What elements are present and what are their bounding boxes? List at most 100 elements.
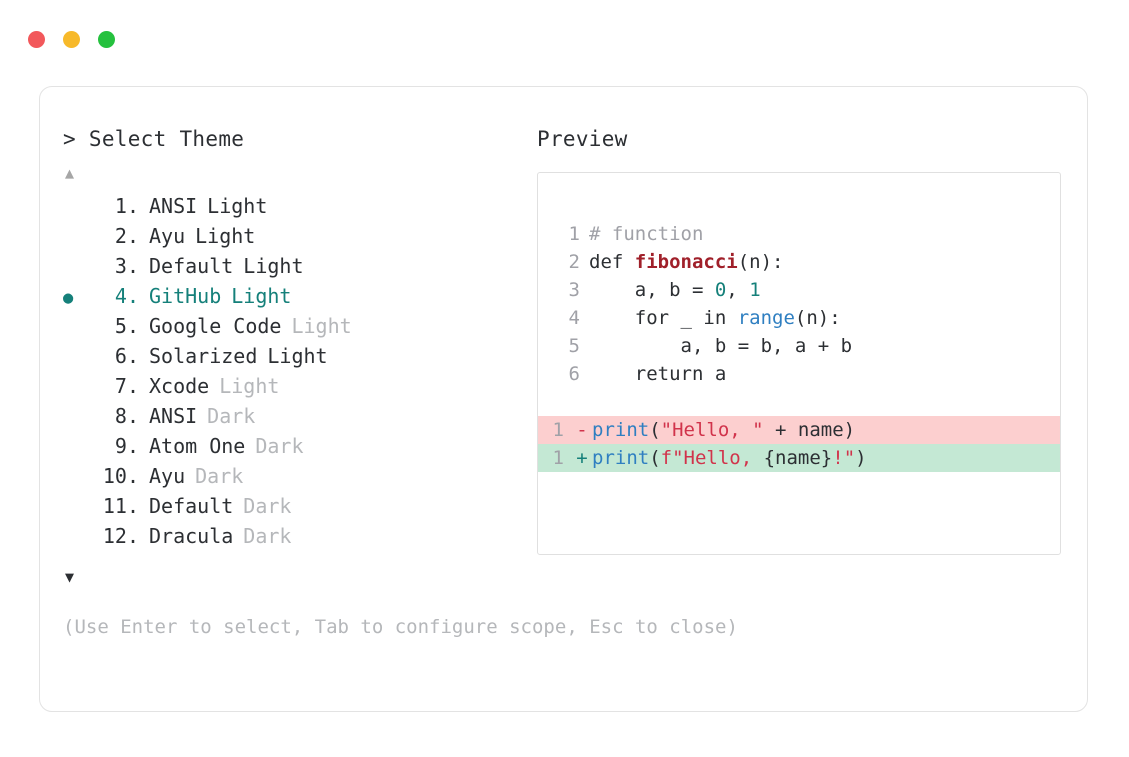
diff-plus-icon: + — [576, 447, 588, 469]
theme-item-variant: Light — [195, 224, 256, 248]
theme-list-item[interactable]: 10. Ayu Dark — [63, 464, 533, 494]
theme-item-name: Default — [149, 494, 234, 518]
theme-item-name: Xcode — [149, 374, 210, 398]
theme-item-index: 1. — [114, 194, 139, 218]
theme-item-variant: Dark — [243, 524, 292, 548]
code-token: 0 — [714, 279, 727, 301]
theme-item-variant: Light — [243, 254, 304, 278]
minimize-window-button[interactable] — [63, 31, 80, 48]
theme-item-variant: Dark — [255, 434, 304, 458]
diff-line-removed: 1-print("Hello, " + name) — [538, 416, 1060, 444]
code-line-number: 2 — [568, 251, 580, 273]
code-line: 3 a, b = 0, 1 — [538, 276, 1060, 304]
diff-sample: 1-print("Hello, " + name)1+print(f"Hello… — [538, 416, 1060, 472]
code-token: f"Hello, — [660, 447, 764, 469]
theme-item-index: 10. — [102, 464, 139, 488]
code-token: "Hello, " — [660, 419, 764, 441]
scroll-down-arrow-icon[interactable]: ▼ — [65, 568, 75, 586]
theme-item-index: 4. — [114, 284, 139, 308]
close-window-button[interactable] — [28, 31, 45, 48]
theme-item-name: ANSI — [149, 194, 198, 218]
theme-list-item[interactable]: 9. Atom One Dark — [63, 434, 533, 464]
code-token: (n): — [794, 307, 841, 329]
code-token: , — [726, 279, 750, 301]
code-token: print — [592, 419, 650, 441]
maximize-window-button[interactable] — [98, 31, 115, 48]
theme-item-index: 6. — [114, 344, 139, 368]
code-line: 5 a, b = b, a + b — [538, 332, 1060, 360]
code-line: 2 def fibonacci(n): — [538, 248, 1060, 276]
code-token: range — [737, 307, 795, 329]
diff-line-added: 1 +print(f"Hello, {name}!") — [538, 444, 1060, 472]
theme-item-index: 11. — [102, 494, 139, 518]
theme-list-item[interactable]: 6. Solarized Light — [63, 344, 533, 374]
theme-list-item[interactable]: 7. Xcode Light — [63, 374, 533, 404]
code-line-text: return a — [589, 360, 727, 388]
scroll-up-arrow-icon[interactable]: ▲ — [65, 164, 75, 182]
diff-line-text: print("Hello, " + name) — [592, 416, 855, 444]
window-traffic-lights — [28, 31, 115, 48]
diff-minus-icon: - — [576, 419, 588, 441]
theme-item-variant: Light — [219, 374, 280, 398]
theme-item-name: ANSI — [149, 404, 198, 428]
theme-item-index: 7. — [114, 374, 139, 398]
code-line-number: 4 — [568, 307, 580, 329]
code-token: ) — [855, 447, 867, 469]
theme-item-name: Default — [149, 254, 234, 278]
theme-item-index: 2. — [114, 224, 139, 248]
theme-list-item[interactable]: 11. Default Dark — [63, 494, 533, 524]
code-token: ( — [649, 447, 661, 469]
diff-line-text: print(f"Hello, {name}!") — [592, 444, 867, 472]
code-line-text: # function — [589, 220, 703, 248]
theme-list-item[interactable]: 3. Default Light — [63, 254, 533, 284]
code-token: a, b = b, a + b — [589, 335, 853, 357]
theme-item-variant: Light — [267, 344, 328, 368]
theme-item-index: 8. — [114, 404, 139, 428]
theme-item-index: 3. — [114, 254, 139, 278]
code-line-number: 3 — [568, 279, 580, 301]
theme-list-item[interactable]: 1. ANSI Light — [63, 194, 533, 224]
diff-line-number: 1 — [552, 447, 564, 469]
theme-list-item[interactable]: ● 4. GitHub Light — [63, 284, 533, 314]
theme-item-index: 9. — [114, 434, 139, 458]
code-line-text: def fibonacci(n): — [589, 248, 783, 276]
theme-item-name: GitHub — [149, 284, 222, 308]
code-token: !" — [832, 447, 856, 469]
diff-line-number: 1 — [552, 419, 564, 441]
code-line-text: a, b = b, a + b — [589, 332, 853, 360]
theme-item-variant: Dark — [195, 464, 244, 488]
select-theme-heading: > Select Theme — [63, 127, 245, 151]
theme-item-name: Dracula — [149, 524, 234, 548]
selected-bullet-icon: ● — [63, 288, 74, 308]
code-line-number: 6 — [568, 363, 580, 385]
code-token: ( — [649, 419, 661, 441]
theme-item-variant: Light — [207, 194, 268, 218]
code-line-number: 1 — [568, 223, 580, 245]
code-token: 1 — [749, 279, 761, 301]
code-line: 4 for _ in range(n): — [538, 304, 1060, 332]
theme-item-index: 12. — [102, 524, 139, 548]
theme-item-variant: Dark — [243, 494, 292, 518]
preview-panel: 1 # function 2 def fibonacci(n):3 a, b = 0,… — [537, 172, 1061, 555]
code-token: {name} — [763, 447, 833, 469]
code-line: 1 # function — [538, 220, 1060, 248]
code-token: (n): — [737, 251, 784, 273]
code-token: return a — [589, 363, 727, 385]
theme-list-item[interactable]: 12. Dracula Dark — [63, 524, 533, 554]
code-token: # function — [589, 223, 704, 245]
theme-item-name: Atom One — [149, 434, 246, 458]
theme-item-name: Ayu — [149, 464, 186, 488]
theme-item-variant: Light — [231, 284, 292, 308]
code-line: 6 return a — [538, 360, 1060, 388]
preview-heading: Preview — [537, 127, 628, 151]
theme-item-name: Solarized — [149, 344, 258, 368]
code-token: fibonacci — [634, 251, 738, 273]
code-line-text: for _ in range(n): — [589, 304, 841, 332]
